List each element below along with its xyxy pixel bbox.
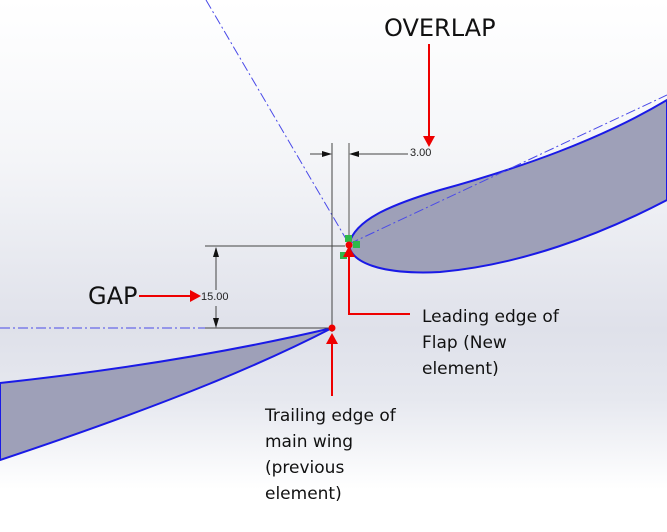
gap-label: GAP (88, 282, 138, 310)
trailing-edge-note: Trailing edge of main wing (previous ele… (265, 403, 396, 507)
trailing-edge-note-line: Trailing edge of (265, 406, 396, 426)
main-wing-trailing-edge-point[interactable] (328, 324, 336, 332)
gap-dimension-value[interactable]: 15.00 (201, 291, 229, 303)
leading-edge-arrowhead-icon (343, 246, 355, 257)
flap-chord-line (348, 94, 667, 245)
overlap-label: OVERLAP (384, 14, 496, 42)
flap-leading-edge-point[interactable] (345, 241, 353, 249)
constraint-badge-icon[interactable] (353, 241, 360, 248)
constraint-badge-icon[interactable] (345, 235, 352, 242)
constraint-badge-icon[interactable] (340, 252, 347, 259)
construction-line-diagonal (205, 0, 350, 245)
flap-airfoil (347, 98, 667, 274)
gap-arrowhead-icon (190, 290, 201, 302)
gap-arrowhead-bottom (213, 318, 219, 328)
leading-edge-annotation-arrow (348, 256, 410, 315)
trailing-edge-note-line: element) (265, 484, 342, 504)
leading-edge-note-line: Leading edge of (422, 307, 559, 327)
leading-edge-note: Leading edge of Flap (New element) (422, 304, 559, 382)
trailing-edge-note-line: main wing (265, 432, 354, 452)
overlap-dimension-value[interactable]: 3.00 (410, 147, 432, 159)
leading-edge-note-line: element) (422, 359, 499, 379)
overlap-arrowhead-left (322, 151, 332, 157)
overlap-arrowhead-right (349, 151, 359, 157)
gap-arrowhead-top (213, 247, 219, 257)
leading-edge-note-line: Flap (New (422, 333, 507, 353)
trailing-edge-arrowhead-icon (326, 333, 338, 344)
trailing-edge-note-line: (previous (265, 458, 345, 478)
overlap-arrowhead-icon (423, 136, 435, 147)
